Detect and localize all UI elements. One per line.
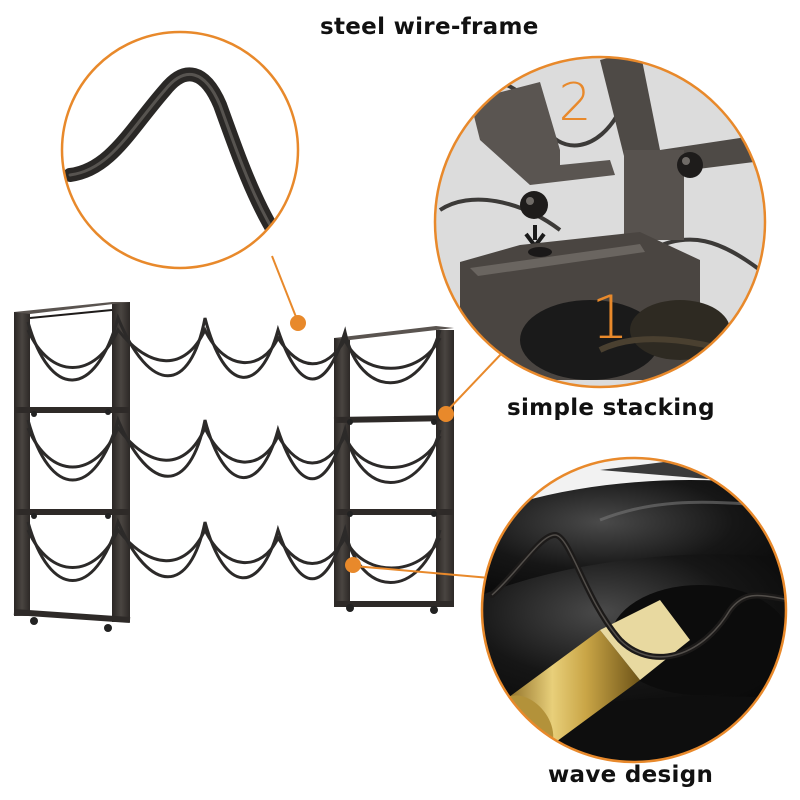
wave-wires-tier-3 bbox=[26, 517, 442, 584]
wine-rack bbox=[13, 302, 455, 632]
callout-label-wave-design: wave design bbox=[548, 762, 714, 788]
callout-leaders bbox=[271, 255, 504, 579]
rack-right-frame bbox=[333, 326, 455, 614]
stack-step-bottom: 1 bbox=[591, 283, 629, 353]
callout-label-simple-stacking: simple stacking bbox=[507, 395, 715, 421]
callout-dot-wave bbox=[345, 557, 361, 573]
wave-wires-tier-2 bbox=[26, 415, 442, 484]
zoom-steel-wire bbox=[60, 30, 300, 270]
rack-left-frame bbox=[13, 302, 131, 632]
wave-wires-tier-1 bbox=[26, 313, 442, 385]
callout-label-steel-wire-frame: steel wire-frame bbox=[320, 14, 539, 40]
callout-dot-stacking bbox=[438, 406, 454, 422]
zoom-wave-design bbox=[480, 456, 788, 764]
stack-step-top: 2 bbox=[558, 73, 591, 133]
zoom-simple-stacking: 2 1 bbox=[433, 55, 767, 389]
callout-dot-steel bbox=[290, 315, 306, 331]
